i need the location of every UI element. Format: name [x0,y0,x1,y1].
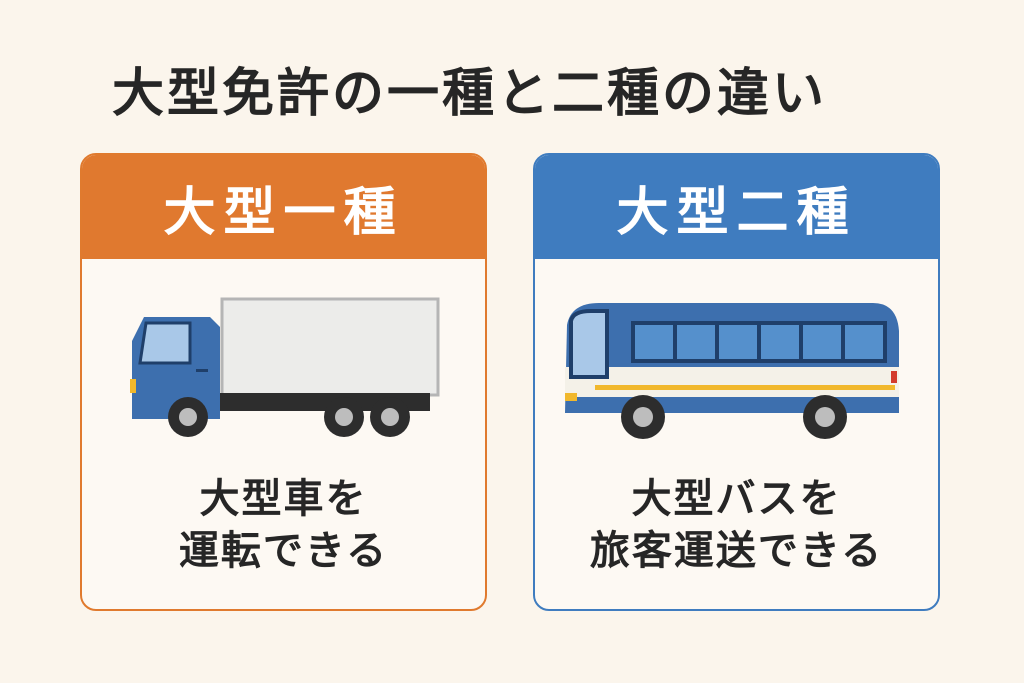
card-type1-line-1: 大型車を [199,476,368,522]
card-type2-header: 大型二種 [535,155,938,259]
bus-icon [565,303,899,439]
page-title: 大型免許の一種と二種の違い [112,64,828,124]
card-type2-line-1: 大型バスを [631,476,842,522]
card-type1-header: 大型一種 [82,155,485,259]
card-type2: 大型二種 大型バスを 旅客運送できる [533,153,940,611]
card-type1: 大型一種 大型車を 運転できる [80,153,487,611]
card-type1-line-2: 運転できる [178,528,389,574]
truck-icon [130,297,440,437]
card-type1-description: 大型車を 運転できる [82,473,485,577]
card-type2-line-2: 旅客運送できる [589,528,884,574]
card-type2-description: 大型バスを 旅客運送できる [535,473,938,577]
